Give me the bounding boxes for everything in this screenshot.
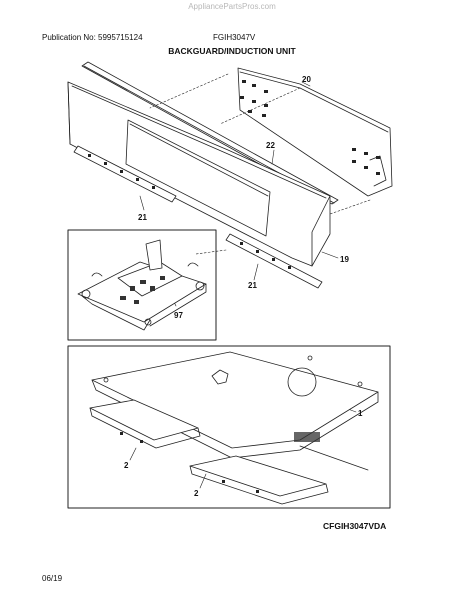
callout-21-left: 21 <box>138 213 147 222</box>
assembly-lines <box>149 73 371 255</box>
induction-unit-frame-box <box>67 345 391 509</box>
cooktop-base <box>91 351 379 459</box>
section-title: BACKGUARD/INDUCTION UNIT <box>168 46 296 56</box>
callout-97: 97 <box>174 311 183 320</box>
heat-shield-left <box>89 399 201 449</box>
callout-2-left: 2 <box>124 461 129 470</box>
publication-number: Publication No: 5995715124 <box>42 33 143 42</box>
callout-20: 20 <box>302 75 311 84</box>
heat-shield-right <box>189 445 369 505</box>
callout-22: 22 <box>266 141 275 150</box>
watermark: AppliancePartsPros.com <box>188 2 276 11</box>
callout-19: 19 <box>340 255 349 264</box>
callout-1: 1 <box>358 409 363 418</box>
backguard-rear-panel <box>237 67 393 197</box>
publication-date: 06/19 <box>42 574 63 583</box>
callout-21-right: 21 <box>248 281 257 290</box>
end-trim-left <box>73 145 177 203</box>
callout-2-right: 2 <box>194 489 199 498</box>
drawing-code: CFGIH3047VDA <box>323 521 387 531</box>
end-trim-right <box>225 233 323 289</box>
induction-module-detail <box>67 229 217 341</box>
model-number: FGIH3047V <box>213 33 256 42</box>
